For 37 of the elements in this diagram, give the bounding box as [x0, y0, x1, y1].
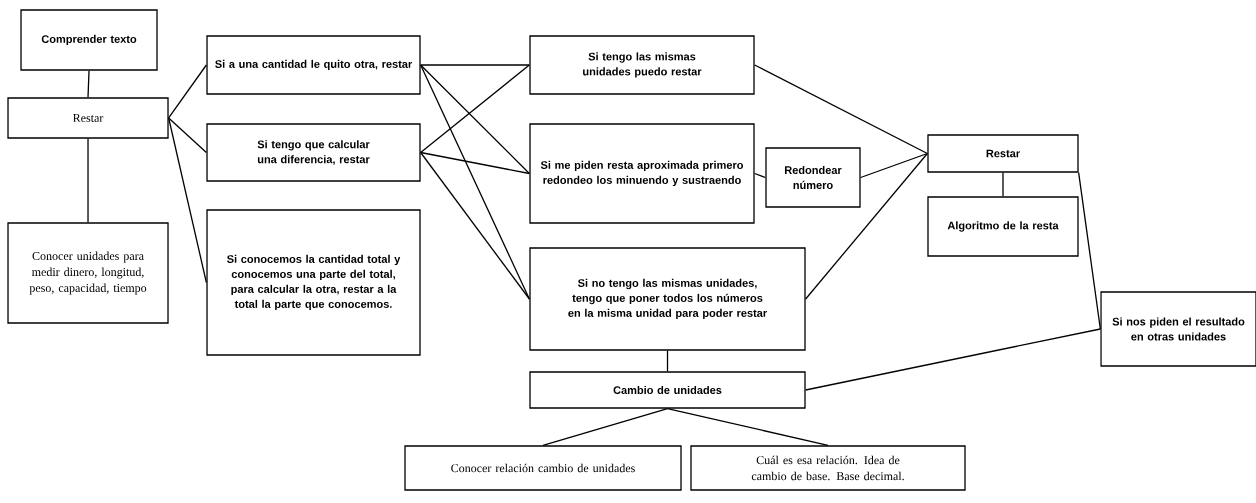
concept-box: Si no tengo las mismas unidades, tengo que poner todos los números en la misma unidad para poder restar [529, 247, 806, 351]
concept-box: Si conocemos la cantidad total y conocemos una parte del total, para calcular la otra, restar a la total la parte que conocemos. [206, 209, 421, 356]
connector-line [754, 172, 766, 179]
concept-box: Restar [927, 134, 1079, 173]
connector-line [1002, 172, 1004, 197]
connector-line [168, 117, 207, 284]
connector-line [420, 151, 530, 175]
connector-line [805, 328, 1101, 391]
concept-box: Cuál es esa relación. Idea de cambio de base. Base decimal. [690, 445, 966, 491]
connector-line [420, 64, 530, 154]
concept-box: Restar [7, 97, 169, 139]
concept-box: Cambio de unidades [529, 371, 806, 409]
concept-box: Comprender texto [20, 9, 158, 71]
connector-line [1078, 172, 1101, 330]
connector-line [420, 64, 530, 66]
concept-box: Conocer relación cambio de unidades [404, 445, 682, 491]
connector-line [87, 138, 89, 223]
concept-box: Algoritmo de la resta [927, 196, 1079, 257]
concept-box: Si me piden resta aproximada primero redondeo los minuendo y sustraendo [529, 123, 755, 224]
connector-line [87, 70, 90, 98]
connector-line [666, 408, 829, 446]
connector-line [168, 117, 207, 154]
connector-line [860, 152, 928, 179]
concept-box: Si tengo que calcular una diferencia, restar [206, 123, 421, 182]
concept-box: Conocer unidades para medir dinero, longitud, peso, capacidad, tiempo [7, 222, 169, 324]
connector-line [805, 152, 928, 300]
concept-box: Si nos piden el resultado en otras unidades [1100, 291, 1256, 367]
connector-line [754, 64, 928, 155]
connector-line [542, 408, 669, 446]
connector-line [168, 64, 207, 119]
connector-line [666, 350, 669, 372]
connector-line [420, 64, 530, 300]
connector-line [420, 64, 530, 175]
connector-line [420, 151, 530, 300]
concept-box: Si tengo las mismas unidades puedo restar [529, 35, 755, 95]
concept-box: Redondear número [765, 147, 861, 208]
concept-box: Si a una cantidad le quito otra, restar [206, 35, 421, 95]
